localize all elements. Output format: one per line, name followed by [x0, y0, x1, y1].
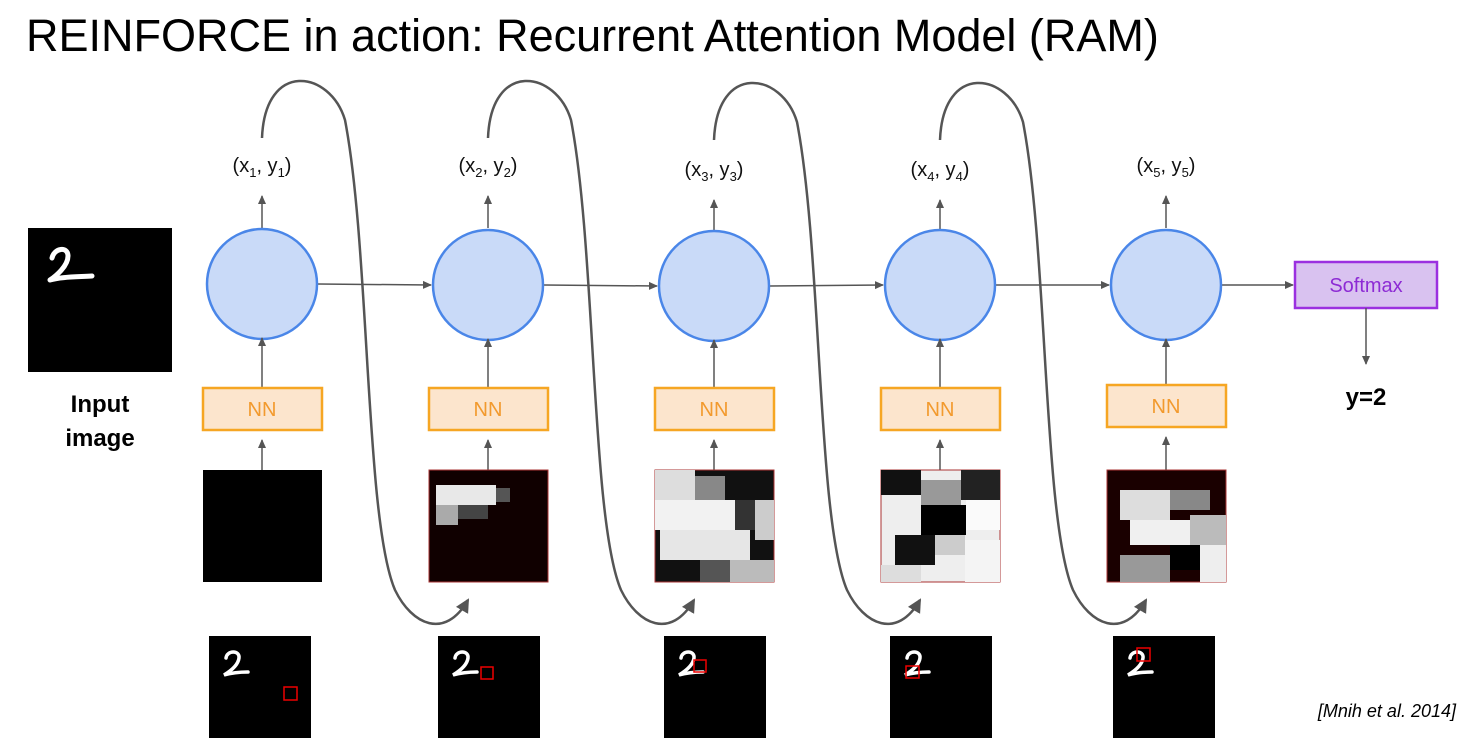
coord-label: (x4, y4) [911, 159, 970, 184]
glimpse-image [203, 470, 322, 582]
nn-label: NN [926, 399, 955, 421]
nn-box [653, 386, 776, 432]
nn-box [201, 386, 324, 432]
nn-label: NN [474, 399, 503, 421]
rnn-node [657, 229, 771, 343]
nn-box [427, 386, 550, 432]
softmax-box [1293, 260, 1439, 310]
input-image [28, 228, 172, 372]
glimpse-feedback-curves [260, 79, 1148, 626]
location-image [1113, 636, 1215, 738]
location-image [438, 636, 540, 738]
glimpse-image [880, 469, 1001, 583]
step-2: (x2, y2) NN [427, 155, 550, 738]
softmax-label: Softmax [1329, 275, 1402, 297]
page-title: REINFORCE in action: Recurrent Attention… [26, 10, 1159, 61]
steps: (x1, y1) NN (x2, y2) NN [201, 155, 1228, 738]
input-label-line1: Input [71, 391, 130, 418]
step-5: (x5, y5) NN [1105, 155, 1228, 738]
recurrent-connections [317, 280, 1294, 290]
input-label-line2: image [65, 425, 134, 452]
coord-label: (x3, y3) [685, 159, 744, 184]
location-image [890, 636, 992, 738]
nn-label: NN [248, 399, 277, 421]
coord-label: (x2, y2) [459, 155, 518, 180]
citation: [Mnih et al. 2014] [1317, 701, 1457, 721]
coord-label: (x1, y1) [233, 155, 292, 180]
glimpse-image [1106, 469, 1227, 583]
glimpse-image [428, 469, 549, 583]
nn-box [879, 386, 1002, 432]
rnn-node [1109, 228, 1223, 342]
rnn-node [431, 228, 545, 342]
nn-label: NN [700, 399, 729, 421]
output-label: y=2 [1346, 384, 1387, 411]
step-4: (x4, y4) NN [879, 159, 1002, 738]
step-1: (x1, y1) NN [201, 155, 324, 738]
nn-box [1105, 383, 1228, 429]
coord-label: (x5, y5) [1137, 155, 1196, 180]
nn-label: NN [1152, 396, 1181, 418]
rnn-node [883, 228, 997, 342]
location-image [664, 636, 766, 738]
location-image [209, 636, 311, 738]
rnn-node [205, 227, 319, 341]
glimpse-image [654, 469, 775, 583]
step-3: (x3, y3) NN [653, 159, 776, 738]
